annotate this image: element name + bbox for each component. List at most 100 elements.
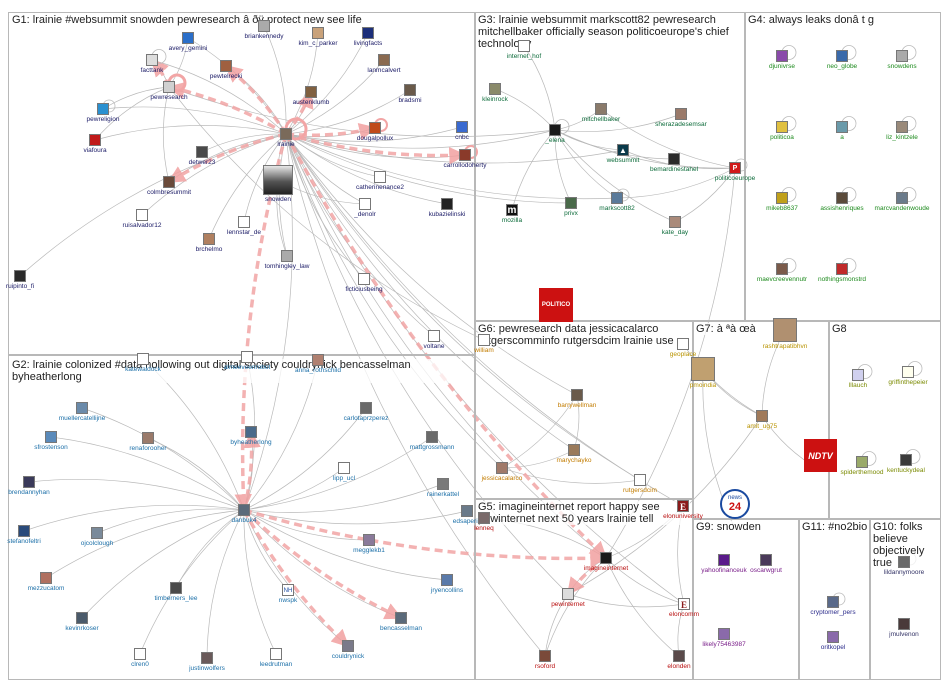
node-mikeb8637[interactable]: mikeb8637 <box>742 192 822 215</box>
node-marychayko[interactable]: marychayko <box>534 444 614 467</box>
node-jessicacalarco[interactable]: jessicacalarco <box>462 462 542 485</box>
node-catherinenance2[interactable]: catherinenance2 <box>340 171 420 194</box>
node-leedrutman[interactable]: leedrutman <box>236 648 316 671</box>
node-lipp-ucl[interactable]: lipp_ucl <box>304 462 384 485</box>
node-justinwolfers[interactable]: justinwolfers <box>167 652 247 675</box>
node-colmbresummit[interactable]: colmbresummit <box>129 176 209 199</box>
node-megglekb1[interactable]: megglekb1 <box>329 534 409 557</box>
node-william[interactable]: william <box>444 334 524 357</box>
node-assishenriques[interactable]: assishenriques <box>802 192 882 215</box>
node-bencasselman[interactable]: bencasselman <box>361 612 441 635</box>
node-oscarwgrut[interactable]: oscarwgrut <box>726 554 806 577</box>
node-pmoindia[interactable]: pmoindia <box>663 357 743 392</box>
node-nothingsmonstrd[interactable]: nothingsmonstrd <box>802 263 882 286</box>
node-ruisalvador12[interactable]: ruisalvador12 <box>102 209 182 232</box>
node-byheatherlong[interactable]: byheatherlong <box>211 426 291 449</box>
node-brendannyhan[interactable]: brendannyhan <box>0 476 69 499</box>
node-couldrynick[interactable]: couldrynick <box>308 640 388 663</box>
node-mitchellbaker[interactable]: mitchellbaker <box>561 103 641 126</box>
node-sherazadesemsar[interactable]: sherazadesemsar <box>641 108 721 131</box>
node--denolr[interactable]: _denolr <box>325 198 405 221</box>
node-brchelmo[interactable]: brchelmo <box>169 233 249 256</box>
node-barrywellman[interactable]: barrywellman <box>537 389 617 412</box>
node-voltane[interactable]: voltane <box>394 330 474 353</box>
node-bradsmi[interactable]: bradsmi <box>370 84 450 107</box>
node-stefanofeltri[interactable]: stefanofeltri <box>0 525 64 548</box>
node-djunivrse[interactable]: djunivrse <box>742 50 822 73</box>
node-lildannymoore[interactable]: lildannymoore <box>864 556 944 579</box>
node-jryencollins[interactable]: jryencollins <box>407 574 487 597</box>
node-lenneq[interactable]: lenneq <box>444 512 524 535</box>
node-oritkopel[interactable]: oritkopel <box>793 631 873 654</box>
node-spiderthemood[interactable]: spiderthemood <box>822 456 902 479</box>
node-imagineinternet[interactable]: imagineinternet <box>566 552 646 575</box>
node-tomhingley-law[interactable]: tomhingley_law <box>247 250 327 273</box>
node-mattgrossmann[interactable]: mattgrossmann <box>392 431 472 454</box>
node-lennstar-de[interactable]: lennstar_de <box>204 216 284 239</box>
node-kate-day[interactable]: kate_day <box>635 216 715 239</box>
node-pewtelrecki[interactable]: pewtelrecki <box>186 60 266 83</box>
node-facttank[interactable]: facttank <box>112 54 192 77</box>
node-carlotaprzperez[interactable]: carlotaprzperez <box>326 402 406 425</box>
node-cnbc[interactable]: cnbc <box>422 121 502 144</box>
node-elonden[interactable]: elonden <box>639 650 719 673</box>
node-kubazielinski[interactable]: kubazielinski <box>407 198 487 221</box>
node-detwer23[interactable]: detwer23 <box>162 146 242 169</box>
node-internet-hof[interactable]: internet_hof <box>484 40 564 63</box>
node-maevcreevennutr[interactable]: maevcreevennutr <box>742 263 822 286</box>
node-privx[interactable]: privx <box>531 197 611 220</box>
node-news24[interactable] <box>695 533 775 544</box>
node-bemardinestahel[interactable]: bemardinestahel <box>634 153 714 176</box>
node-a[interactable]: a <box>802 121 882 144</box>
node-geoplace[interactable]: geoplace <box>643 338 723 361</box>
node-snowden[interactable]: snowden <box>238 165 318 206</box>
node-rainerkattel[interactable]: rainerkattel <box>403 478 483 501</box>
node-anna-rothschild[interactable]: anna_rothschild <box>278 354 358 377</box>
node-sfrostenson[interactable]: sfrostenson <box>11 431 91 454</box>
node-mezzucatom[interactable]: mezzucatom <box>6 572 86 595</box>
node-briankennedy[interactable]: briankennedy <box>224 20 304 43</box>
node-politicoa[interactable]: politicoa <box>742 121 822 144</box>
node-kim-c-parker[interactable]: kim_c_parker <box>278 27 358 50</box>
node-almeeveenrobot[interactable]: almeeveenrobot <box>207 351 287 374</box>
node-rutgersdcim[interactable]: rutgersdcim <box>600 474 680 497</box>
node-livingfacts[interactable]: livingfacts <box>328 27 408 50</box>
node-neo-globe[interactable]: neo_globe <box>802 50 882 73</box>
node--elena[interactable]: _elena <box>515 124 595 147</box>
node-danbuk4[interactable]: danbuk4 <box>204 504 284 527</box>
node-katewaldock[interactable]: katewaldock <box>103 353 183 376</box>
node-likely75463987[interactable]: likely75463987 <box>684 628 764 651</box>
node-markscott82[interactable]: markscott82 <box>577 192 657 215</box>
node-ficticiusbeing[interactable]: ficticiusbeing <box>324 273 404 296</box>
node-carrollodoherty[interactable]: carrollodoherty <box>425 149 505 172</box>
node-rsoford[interactable]: rsoford <box>505 650 585 673</box>
node-lrainie[interactable]: lrainie <box>246 128 326 151</box>
node-muellercatellijne[interactable]: muellercatellijne <box>42 402 122 425</box>
node-yahoofinanceuk[interactable]: yahoofinanceuk <box>684 554 764 577</box>
node-cryptomer-pers[interactable]: cryptomer_pers <box>793 596 873 619</box>
node-rashtrapatibhvn[interactable]: rashtrapatibhvn <box>745 318 825 353</box>
node-ojcolclough[interactable]: ojcolclough <box>57 527 137 550</box>
node-lanmcalvert[interactable]: lanmcalvert <box>344 54 424 77</box>
node-griffinthepeier[interactable]: griffinthepeier <box>868 366 948 389</box>
node-clren0[interactable]: clren0 <box>100 648 180 671</box>
node-viafoura[interactable]: viafoura <box>55 134 135 157</box>
node-marcvandenwoude[interactable]: marcvandenwoude <box>862 192 942 215</box>
node-kevinrkoser[interactable]: kevinrkoser <box>42 612 122 635</box>
node-timberners-lee[interactable]: timberners_lee <box>136 582 216 605</box>
node-websummit[interactable]: ▲websummit <box>583 144 663 167</box>
node-ruipinto-fi[interactable]: ruipinto_fi <box>0 270 60 293</box>
node-renaforooher[interactable]: renaforooher <box>108 432 188 455</box>
node-austenklumb[interactable]: austenklumb <box>271 86 351 109</box>
node-edsaperia[interactable]: edsaperia <box>427 505 507 528</box>
node-pewinternet[interactable]: pewinternet <box>528 588 608 611</box>
node-lllauch[interactable]: lllauch <box>818 369 898 392</box>
node-kentuckydeal[interactable]: kentuckydeal <box>866 454 946 477</box>
node-liz-kintzele[interactable]: liz_kintzele <box>862 121 942 144</box>
node-amit-ug75[interactable]: amit_ug75 <box>722 410 802 433</box>
